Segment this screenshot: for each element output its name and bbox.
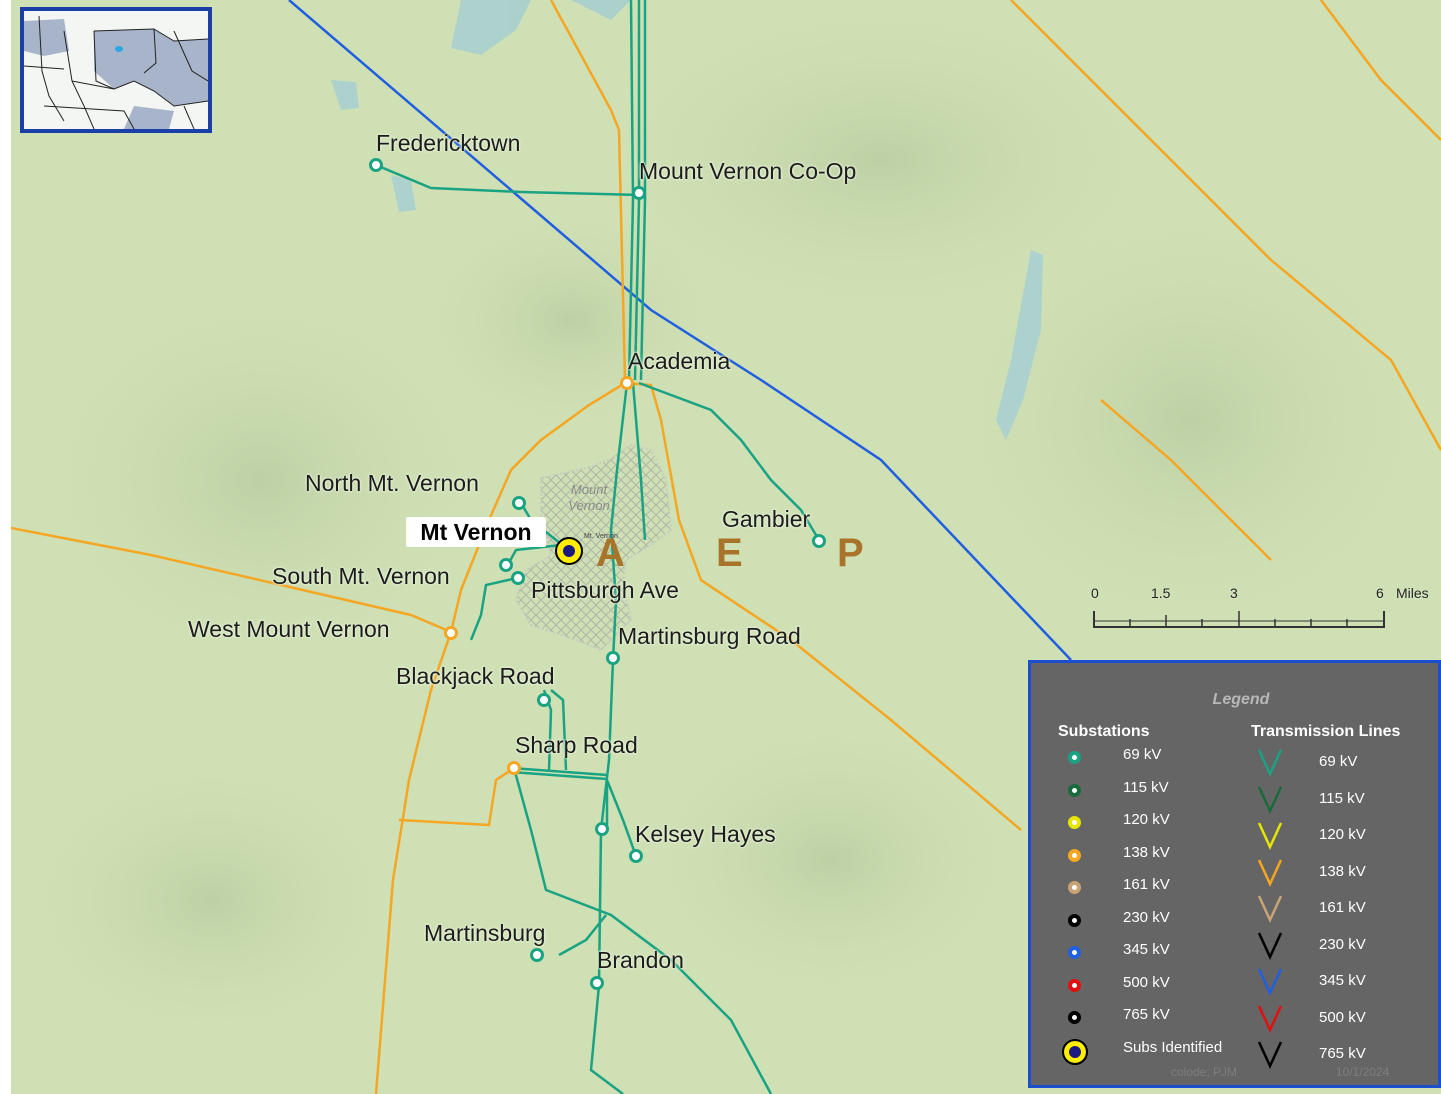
legend-identified-icon [1062,1038,1088,1065]
scale-bar: 0 1.5 3 6 Miles [1089,585,1441,640]
legend-substation-icon [1068,1011,1081,1024]
substation-brandon [590,976,604,990]
label-gambier: Gambier [722,506,811,532]
legend-line-icon [1257,785,1283,814]
label-academia: Academia [628,348,731,374]
substation-kelsey-hayes-a [595,822,609,836]
scale-unit: Miles [1396,585,1429,601]
legend-panel: Legend Substations Transmission Lines 69… [1028,660,1441,1088]
legend-line-label: 138 kV [1319,862,1366,880]
substation-west-mount-vernon [444,626,458,640]
scale-tick-3: 6 [1376,585,1384,601]
town-small-label: Mt. Vernon [584,533,618,540]
legend-substation-label: 161 kV [1123,876,1170,893]
substation-south-mt-vernon-a [499,558,513,572]
substation-mount-vernon-co-op [632,186,646,200]
label-sharp-road: Sharp Road [515,732,638,758]
legend-line-label: 69 kV [1319,753,1358,770]
label-fredericktown: Fredericktown [376,130,521,156]
legend-line-icon [1257,895,1283,923]
terrain-shading [11,0,1441,1050]
legend-substation-icon [1068,816,1081,829]
transmission-lines-345kv [288,0,1072,661]
map-canvas[interactable] [11,0,1441,1094]
legend-date: 10/1/2024 [1336,1065,1390,1079]
label-mt-vernon-identified: Mt Vernon [406,517,546,547]
legend-substation-icon [1068,751,1081,764]
substation-martinsburg-road [606,651,620,665]
scale-tick-0: 0 [1091,585,1099,601]
legend-substation-label: 115 kV [1123,778,1169,796]
label-martinsburg-road: Martinsburg Road [618,623,801,649]
label-blackjack-road: Blackjack Road [396,663,555,689]
substation-sharp-road [507,761,521,775]
substation-north-mt-vernon [512,496,526,510]
legend-substation-icon [1068,946,1081,959]
legend-line-icon [1257,1041,1283,1069]
legend-lines-header: Transmission Lines [1251,723,1401,740]
label-kelsey-hayes: Kelsey Hayes [635,821,776,847]
label-north-mt-vernon: North Mt. Vernon [305,470,479,496]
legend-substation-label: 345 kV [1123,941,1170,958]
legend-substation-label: 500 kV [1123,973,1170,991]
legend-substation-icon [1068,881,1081,894]
scale-tick-2: 3 [1230,585,1238,601]
legend-substation-label: 69 kV [1123,746,1162,763]
legend-line-label: 500 kV [1319,1008,1366,1026]
legend-line-icon [1257,749,1283,777]
substation-academia [620,376,634,390]
utility-letter-a: A [596,531,625,575]
legend-line-label: 345 kV [1319,972,1366,989]
transmission-lines-138kv [11,0,1441,1094]
legend-substation-icon [1068,913,1081,927]
legend-line-icon [1257,822,1283,850]
legend-line-label: 161 kV [1319,899,1366,916]
legend-line-label: 115 kV [1319,789,1365,807]
legend-substation-icon [1068,783,1081,797]
town-label: Mount Vernon [568,482,610,513]
legend-substation-label: 138 kV [1123,843,1170,861]
legend-title: Legend [1212,691,1270,708]
substation-kelsey-hayes-b [629,849,643,863]
town-area [514,443,673,652]
legend-substation-label: 765 kV [1123,1006,1170,1023]
label-west-mount-vernon: West Mount Vernon [188,616,390,642]
substation-pittsburgh-ave [511,571,525,585]
label-mount-vernon-co-op: Mount Vernon Co-Op [639,158,857,184]
legend-line-icon [1257,858,1283,887]
legend-line-label: 765 kV [1319,1045,1366,1062]
utility-letter-p: P [837,531,864,575]
substation-markers [369,158,826,990]
legend-substation-label: 120 kV [1123,811,1170,828]
utility-letter-e: E [716,531,743,575]
substation-blackjack-road [537,693,551,707]
label-martinsburg: Martinsburg [424,920,546,946]
label-pittsburgh-ave: Pittsburgh Ave [531,577,679,603]
map-view[interactable]: A E P Mount Vernon Mt. Vernon Frederickt… [11,0,1441,1094]
legend-substations-header: Substations [1058,723,1150,740]
legend-substation-label: 230 kV [1123,908,1170,926]
label-south-mt-vernon: South Mt. Vernon [272,563,450,589]
legend-substation-icon [1068,848,1081,862]
label-brandon: Brandon [597,947,684,973]
legend-line-icon [1257,931,1283,960]
identified-substation-marker [555,537,583,565]
substation-fredericktown [369,158,383,172]
substation-martinsburg [530,948,544,962]
legend-substation-icon [1068,978,1081,992]
legend-line-label: 230 kV [1319,935,1366,953]
scale-tick-1: 1.5 [1151,585,1171,601]
legend-line-label: 120 kV [1319,826,1366,843]
locator-inset-map [20,7,212,133]
legend-credit: colode; PJM [1171,1065,1238,1079]
legend-substation-label: Subs Identified [1123,1038,1223,1056]
substation-gambier [812,534,826,548]
legend-line-icon [1257,968,1283,996]
water-bodies [331,0,1043,440]
legend-line-icon [1257,1004,1283,1033]
